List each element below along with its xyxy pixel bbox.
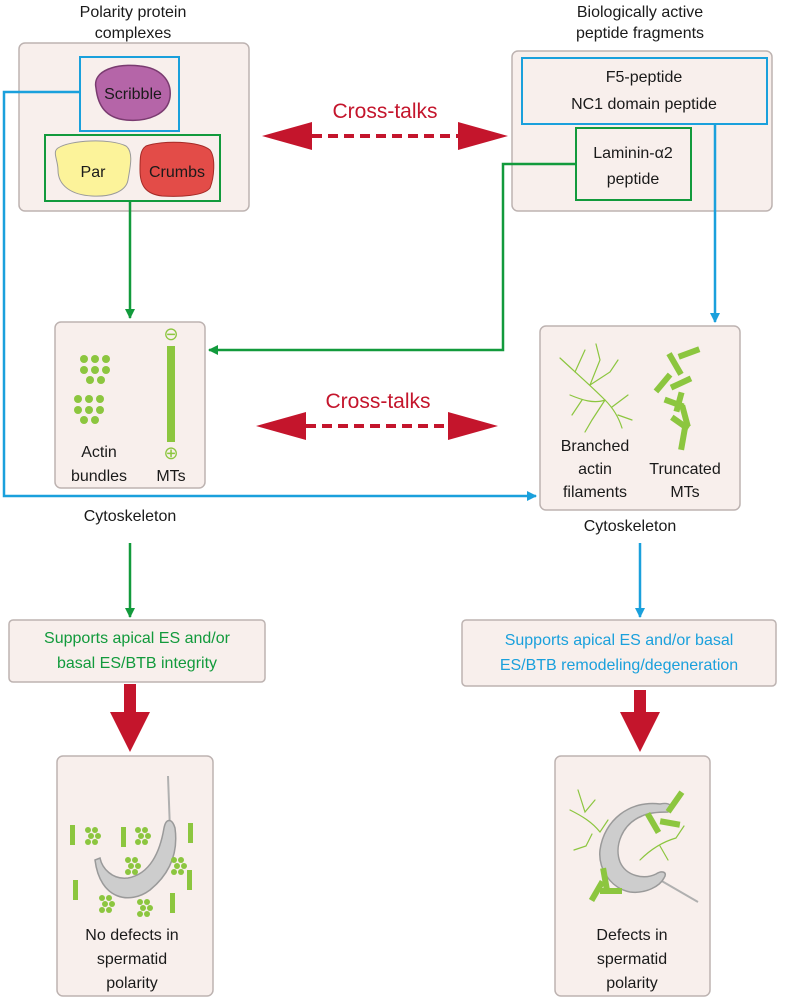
outcome-left-box: [8, 619, 266, 683]
result-left-line2: spermatid: [97, 951, 167, 968]
crosstalk-top-arrow-left: [262, 122, 312, 150]
outcome-right-line1: Supports apical ES and/or basal: [505, 632, 734, 649]
outcome-left-line1: Supports apical ES and/or: [44, 630, 231, 647]
outcome-right-box: [461, 619, 777, 687]
crosstalk-top-arrow-right: [458, 122, 508, 150]
heading-peptide-line1: Biologically active: [577, 4, 703, 21]
f5-nc1-box: [521, 57, 768, 125]
truncated-mt-icon: [653, 346, 701, 451]
heading-polarity-line2: complexes: [95, 25, 171, 42]
laminin-label-line1: Laminin-α2: [593, 145, 673, 162]
par-label: Par: [81, 164, 107, 181]
branched-actin-label-line2: actin: [578, 461, 612, 478]
right-result-cytoskeleton-icons: [569, 789, 685, 903]
result-left-line3: polarity: [106, 975, 158, 992]
minus-end-icon: ⊖: [163, 324, 178, 344]
outcome-left-line2: basal ES/BTB integrity: [57, 655, 217, 672]
par-crumbs-box: [44, 134, 221, 202]
actin-bundle-icon-1: [80, 355, 110, 384]
spermatid-left-icon: [94, 775, 177, 899]
left-result-cytoskeleton-icons: [70, 823, 193, 917]
result-right-line3: polarity: [606, 975, 658, 992]
outcome-left-to-result-arrow: [110, 684, 150, 752]
heading-peptide-line2: peptide fragments: [576, 25, 704, 42]
par-blob: [54, 140, 132, 197]
actin-bundles-label-line1: Actin: [81, 444, 117, 461]
scribble-box: [79, 56, 180, 132]
f5-peptide-label: F5-peptide: [606, 69, 683, 86]
cytoskeleton-right-panel: [539, 325, 741, 511]
branched-actin-icon: [559, 343, 633, 433]
crumbs-blob: [139, 141, 215, 197]
truncated-mts-label-line1: Truncated: [649, 461, 720, 478]
heading-polarity-line1: Polarity protein: [80, 4, 187, 21]
crumbs-label: Crumbs: [149, 164, 205, 181]
actin-bundle-icon-2: [74, 395, 104, 424]
nc1-peptide-label: NC1 domain peptide: [571, 96, 717, 113]
microtubule-icon: [167, 346, 175, 442]
cytoskeleton-left-caption: Cytoskeleton: [84, 508, 177, 525]
scribble-blob: [94, 64, 171, 122]
result-right-line2: spermatid: [597, 951, 667, 968]
laminin-to-left-cytoskeleton-line: [208, 162, 576, 355]
result-left-line1: No defects in: [85, 927, 178, 944]
cytoskeleton-right-caption: Cytoskeleton: [584, 518, 677, 535]
crosstalk-middle-arrow-right: [448, 412, 498, 440]
laminin-label-line2: peptide: [607, 171, 660, 188]
plus-end-icon: ⊕: [163, 443, 178, 463]
crosstalk-middle-arrow-left: [256, 412, 306, 440]
cytoskeleton-left-panel: [54, 321, 206, 489]
scribble-label: Scribble: [104, 86, 162, 103]
mts-label: MTs: [156, 468, 185, 485]
spermatid-right-icon: [599, 802, 699, 903]
crosstalk-middle-label: Cross-talks: [325, 390, 430, 413]
scribble-to-right-cytoskeleton-line: [2, 90, 537, 501]
outcome-right-to-result-arrow: [620, 690, 660, 752]
crosstalk-top-label: Cross-talks: [332, 100, 437, 123]
branched-actin-label-line1: Branched: [561, 438, 630, 455]
branched-actin-label-line3: filaments: [563, 484, 627, 501]
outcome-right-line2: ES/BTB remodeling/degeneration: [500, 657, 738, 674]
result-right-line1: Defects in: [596, 927, 667, 944]
actin-bundles-label-line2: bundles: [71, 468, 127, 485]
truncated-mts-label-line2: MTs: [670, 484, 699, 501]
